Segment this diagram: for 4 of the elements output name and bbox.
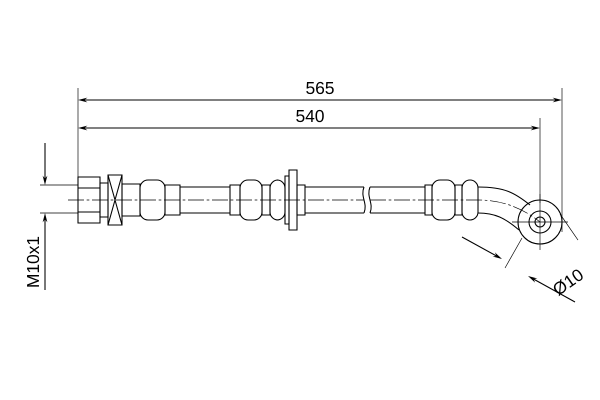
dimension-label: 540 [296,110,324,122]
dimension-label: M10x1 [26,236,40,287]
dimension-label: 565 [306,82,334,94]
dimension-label: Ø10 [554,270,583,296]
